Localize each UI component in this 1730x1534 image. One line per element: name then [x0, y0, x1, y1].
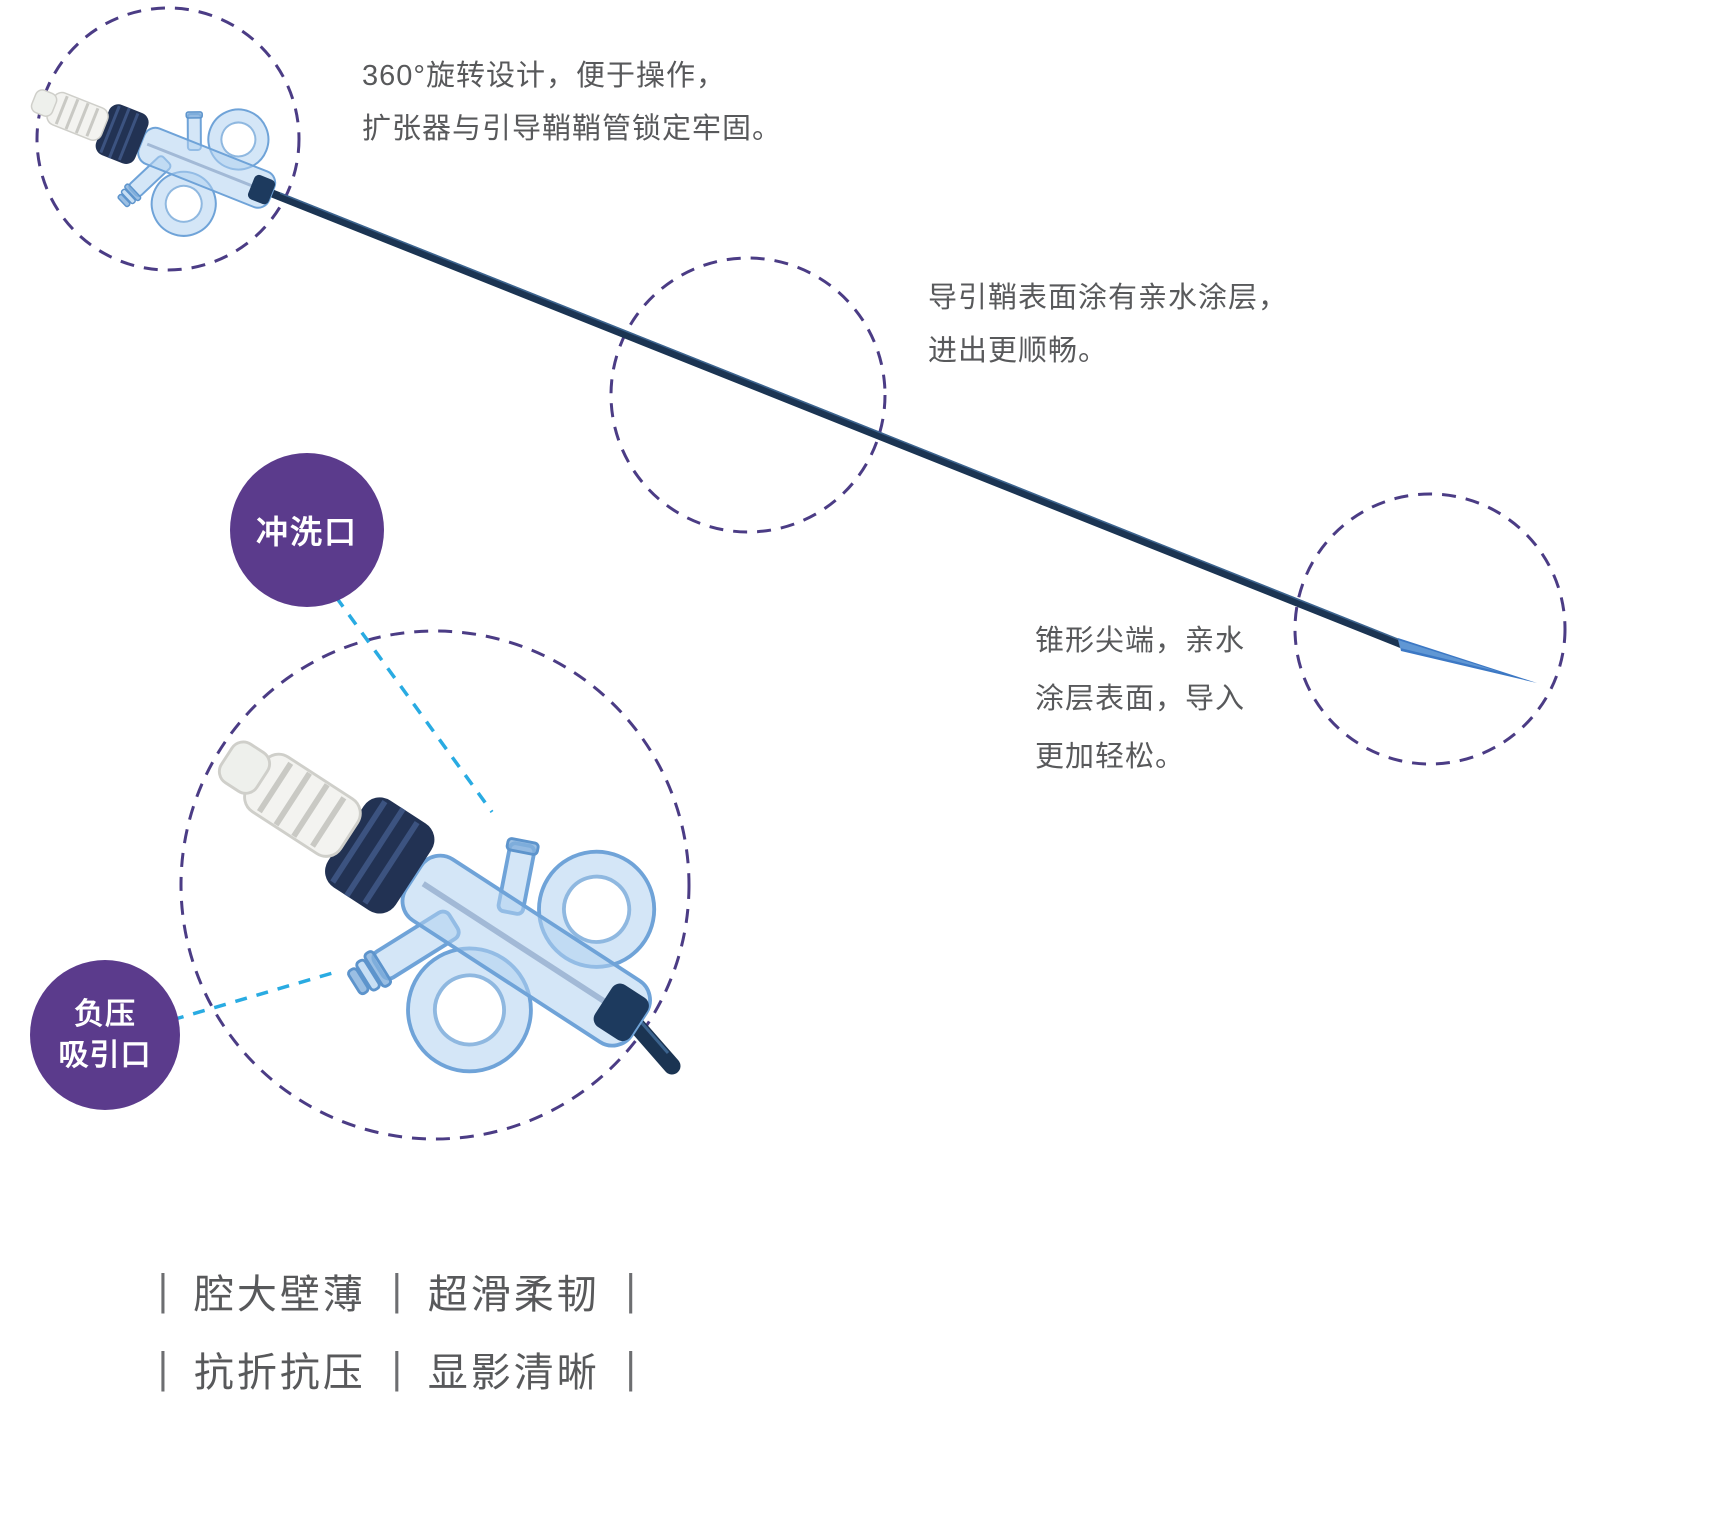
suction-port-callout: 负压 吸引口 — [30, 960, 180, 1110]
device-tip — [1398, 638, 1537, 683]
annotation-tip-line1: 锥形尖端，亲水 — [1035, 625, 1246, 657]
feature-item: 超滑柔韧 — [427, 1273, 600, 1317]
connector-line-suction — [171, 970, 337, 1022]
feature-list: | 腔大壁薄 | 超滑柔韧 | | 抗折抗压 | 显影清晰 | — [158, 1262, 636, 1398]
suction-port-callout-line1: 负压 — [74, 998, 136, 1031]
feature-item: 腔大壁薄 — [193, 1273, 366, 1317]
annotation-tip-line2: 涂层表面，导入 — [1035, 683, 1246, 715]
suction-port-callout-line2: 吸引口 — [58, 1039, 152, 1072]
annotation-rotation-line2: 扩张器与引导鞘鞘管锁定牢固。 — [362, 113, 783, 145]
annotation-tip-line3: 更加轻松。 — [1035, 741, 1186, 773]
feature-row-1: | 腔大壁薄 | 超滑柔韧 | — [158, 1262, 636, 1320]
feature-separator: | — [158, 1266, 168, 1315]
feature-row-2: | 抗折抗压 | 显影清晰 | — [158, 1340, 636, 1398]
feature-separator: | — [391, 1266, 402, 1315]
annotation-rotation-line1: 360°旋转设计，便于操作， — [362, 60, 726, 92]
dashed-circle-tip — [1293, 492, 1567, 766]
device-hub — [5, 34, 299, 264]
annotation-coating-line2: 进出更顺畅。 — [928, 335, 1109, 367]
dashed-circle-hub — [35, 6, 301, 272]
feature-separator: | — [391, 1344, 402, 1393]
annotation-rotation: 360°旋转设计，便于操作， 扩张器与引导鞘鞘管锁定牢固。 — [362, 50, 782, 156]
dashed-circle-zoom — [179, 629, 691, 1141]
annotation-coating: 导引鞘表面涂有亲水涂层， 进出更顺畅。 — [928, 272, 1288, 378]
device-hub-zoomed — [149, 647, 710, 1143]
feature-item: 抗折抗压 — [193, 1351, 366, 1395]
device-shaft — [262, 187, 1410, 650]
annotation-tip: 锥形尖端，亲水 涂层表面，导入 更加轻松。 — [1035, 612, 1245, 786]
annotation-coating-line1: 导引鞘表面涂有亲水涂层， — [928, 282, 1289, 314]
dashed-circle-shaft — [609, 256, 887, 534]
flush-port-callout: 冲洗口 — [230, 453, 384, 607]
feature-item: 显影清晰 — [427, 1351, 600, 1395]
feature-separator: | — [158, 1344, 168, 1393]
feature-separator: | — [625, 1266, 636, 1315]
connector-line-flush — [334, 595, 494, 814]
flush-port-callout-text: 冲洗口 — [255, 514, 358, 550]
feature-separator: | — [625, 1344, 636, 1393]
